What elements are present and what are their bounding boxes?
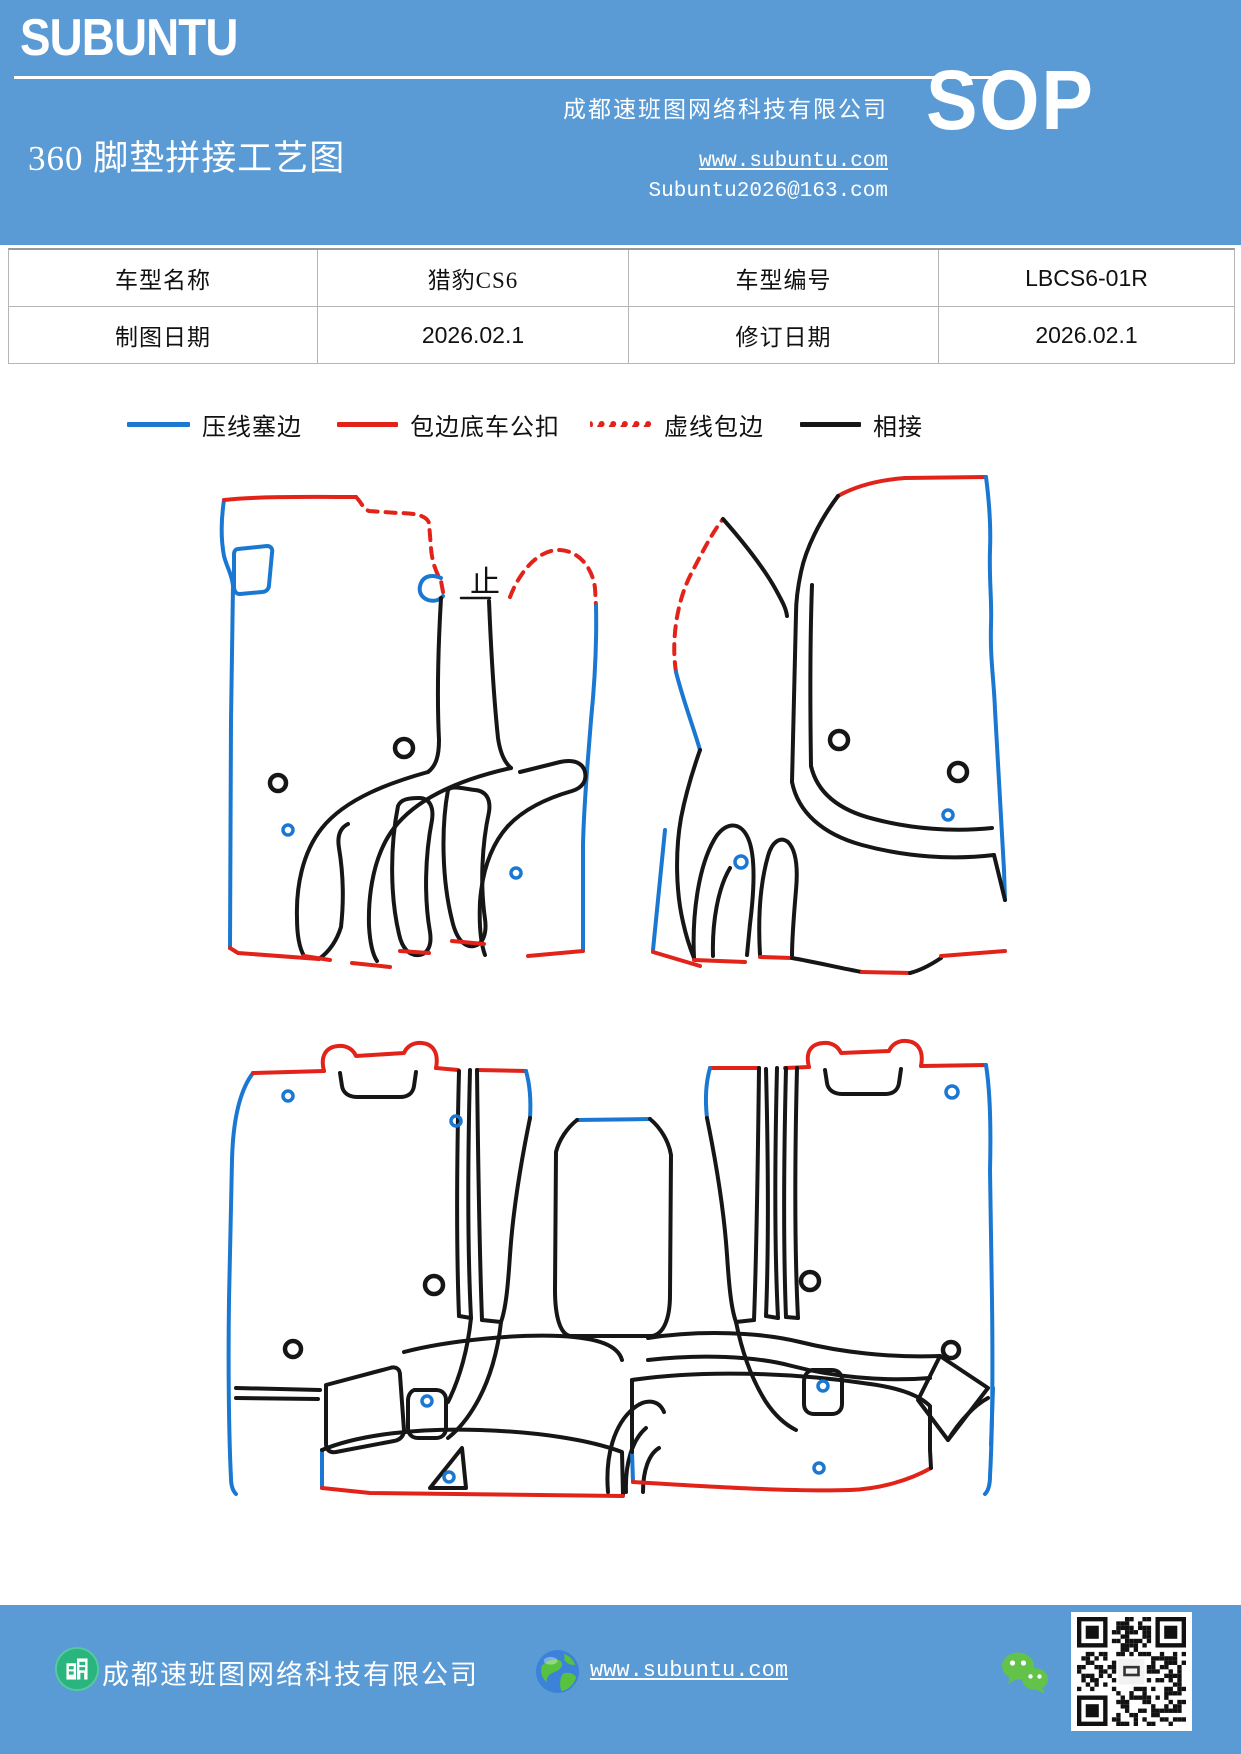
cell-draw-date-value: 2026.02.1	[317, 307, 628, 363]
front-left-mat-outline: 止	[219, 494, 599, 969]
legend-item-dashed-binding: 虚线包边	[590, 408, 764, 441]
legend-swatch-red-dashed-line	[590, 421, 652, 427]
legend-label: 相接	[873, 414, 923, 441]
qr-code	[1071, 1612, 1192, 1731]
legend-swatch-black-line	[800, 421, 861, 427]
rear-mat-right-outline	[782, 1038, 995, 1496]
legend-swatch-red-line	[337, 421, 398, 427]
front-right-mat-outline	[651, 475, 1007, 975]
legend-item-press-edge: 压线塞边	[127, 408, 302, 441]
sop-label: SOP	[926, 53, 1095, 147]
legend-label: 包边底车公扣	[410, 414, 560, 441]
stop-annotation: 止	[470, 566, 500, 599]
cell-model-name-label: 车型名称	[115, 268, 211, 293]
vehicle-info-table: 车型名称 猎豹CS6 车型编号 LBCS6-01R 制图日期 2026.02.1…	[8, 248, 1235, 364]
table-row: 车型名称 猎豹CS6 车型编号 LBCS6-01R	[9, 250, 1234, 306]
header-email: Subuntu2026@163.com	[648, 180, 888, 203]
mat-splicing-diagram: 止	[219, 475, 1007, 1498]
legend-item-joint: 相接	[800, 408, 923, 441]
footer-company-name: 成都速班图网络科技有限公司	[102, 1660, 479, 1690]
header-divider	[14, 76, 992, 79]
rear-mat-bottom-detail	[234, 1316, 995, 1498]
header-website-link[interactable]: www.subuntu.com	[698, 150, 888, 173]
header-company-name: 成都速班图网络科技有限公司	[563, 97, 888, 122]
legend-label: 虚线包边	[664, 414, 764, 441]
table-row: 制图日期 2026.02.1 修订日期 2026.02.1	[9, 306, 1234, 363]
page-title: 360 脚垫拼接工艺图	[28, 139, 346, 178]
cell-revise-date-label: 修订日期	[628, 307, 938, 363]
brand-logo: SUBUNTU	[20, 9, 238, 67]
rear-mat-center-outline	[553, 1066, 780, 1338]
legend-label: 压线塞边	[202, 414, 302, 441]
footer-website-link[interactable]: www.subuntu.com	[590, 1658, 789, 1683]
wechat-icon	[1002, 1652, 1048, 1694]
cell-revise-date-value: 2026.02.1	[938, 307, 1234, 363]
legend-swatch-blue-line	[127, 421, 190, 427]
building-icon	[54, 1646, 100, 1692]
cell-draw-date-label: 制图日期	[115, 325, 211, 350]
cell-model-name-value: 猎豹CS6	[317, 250, 628, 306]
globe-icon	[535, 1649, 580, 1694]
cell-model-code-label: 车型编号	[628, 250, 938, 306]
cell-model-code-value: LBCS6-01R	[938, 250, 1234, 306]
legend-item-binding-buckle: 包边底车公扣	[337, 408, 560, 441]
rear-mat-left-outline	[226, 1040, 533, 1496]
header: SUBUNTU 360 脚垫拼接工艺图 成都速班图网络科技有限公司 www.su…	[0, 0, 1241, 245]
qr-code-pattern	[1077, 1617, 1186, 1726]
